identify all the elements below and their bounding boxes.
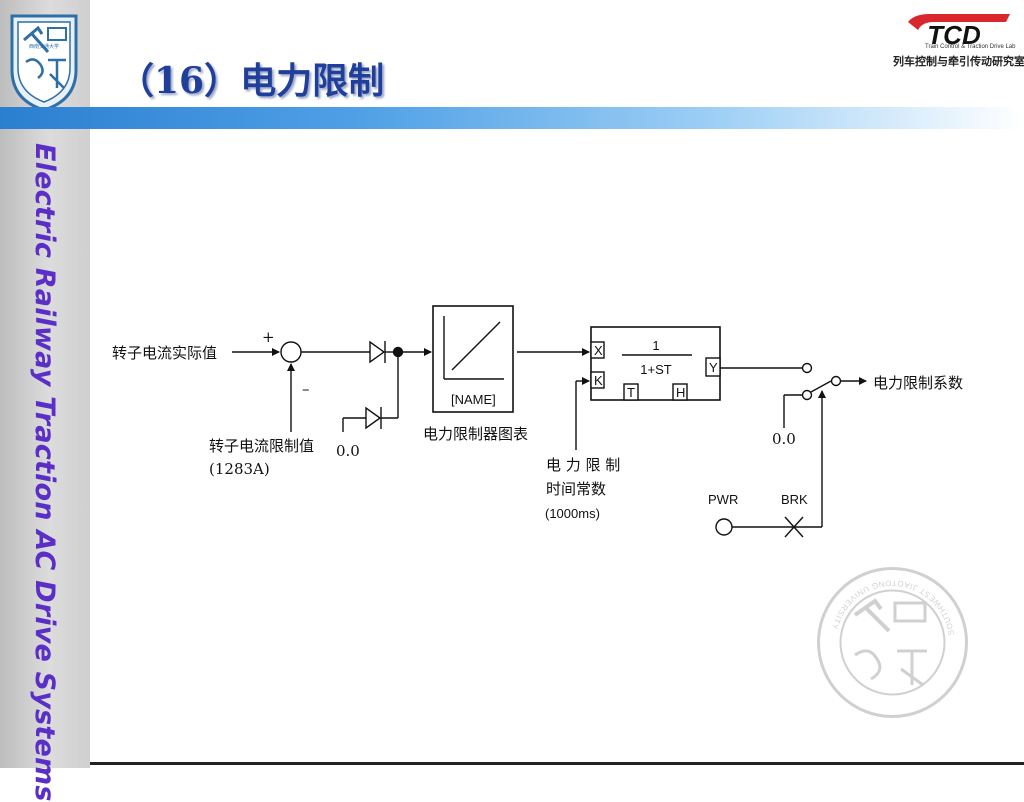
tf-denominator: 1+ST <box>640 362 671 377</box>
time-constant-label-2: 时间常数 <box>546 480 606 498</box>
input-label: 转子电流实际值 <box>112 344 217 362</box>
university-logo-text: 西南交通大学 <box>29 43 59 50</box>
node-dot <box>392 346 404 358</box>
table-curve <box>451 321 501 371</box>
port-y-label: Y <box>709 360 718 375</box>
power-limit-diagram: 转子电流实际值 + – 转子电流限制值 (1283A) 0.0 [NAME] 电… <box>112 305 963 538</box>
minus-sign: – <box>302 380 310 398</box>
tcm-logo-subtitle-cn: 列车控制与牵引传动研究室 <box>893 55 1024 68</box>
tcm-logo-mark: TCD <box>927 20 981 50</box>
upper-diode <box>369 340 386 364</box>
output-label: 电力限制系数 <box>873 374 963 392</box>
port-t-label: T <box>627 385 635 400</box>
zero-left-label: 0.0 <box>336 442 360 460</box>
limiter-table-block <box>432 305 514 413</box>
tcm-logo: TCD <box>908 14 1010 50</box>
switch-blade <box>810 380 832 393</box>
university-watermark: SOUTHWEST JIAOTONG UNIVERSITY <box>817 567 968 718</box>
limit-value: (1283A) <box>209 460 270 478</box>
footer-line <box>90 762 1024 765</box>
plus-sign: + <box>262 328 275 346</box>
table-name-label: [NAME] <box>451 392 496 407</box>
lower-diode <box>365 406 382 430</box>
zero-right-label: 0.0 <box>772 430 796 448</box>
port-k-label: K <box>594 373 603 388</box>
sidebar-vertical-title: Electric Railway Traction AC Drive Syste… <box>29 143 60 802</box>
summing-junction <box>280 341 302 363</box>
slide-title: （16）电力限制 <box>118 60 385 102</box>
brk-label: BRK <box>781 492 808 507</box>
port-h-label: H <box>676 385 685 400</box>
time-constant-value: (1000ms) <box>545 506 600 521</box>
title-underline-bar <box>0 107 1024 129</box>
time-constant-label: 电 力 限 制 <box>546 456 620 474</box>
pwr-node <box>715 518 733 536</box>
port-x-label: X <box>594 343 603 358</box>
pwr-label: PWR <box>708 492 738 507</box>
university-logo: 西南交通大学 <box>10 14 78 112</box>
switch-common <box>830 375 842 387</box>
table-caption: 电力限制器图表 <box>423 425 528 443</box>
switch-contact-upper <box>801 362 813 374</box>
limit-label: 转子电流限制值 <box>209 437 314 455</box>
tcm-logo-subtitle-en: Train Control & Traction Drive Lab <box>925 44 1016 50</box>
tf-numerator: 1 <box>652 338 659 353</box>
switch-contact-lower <box>801 389 813 401</box>
